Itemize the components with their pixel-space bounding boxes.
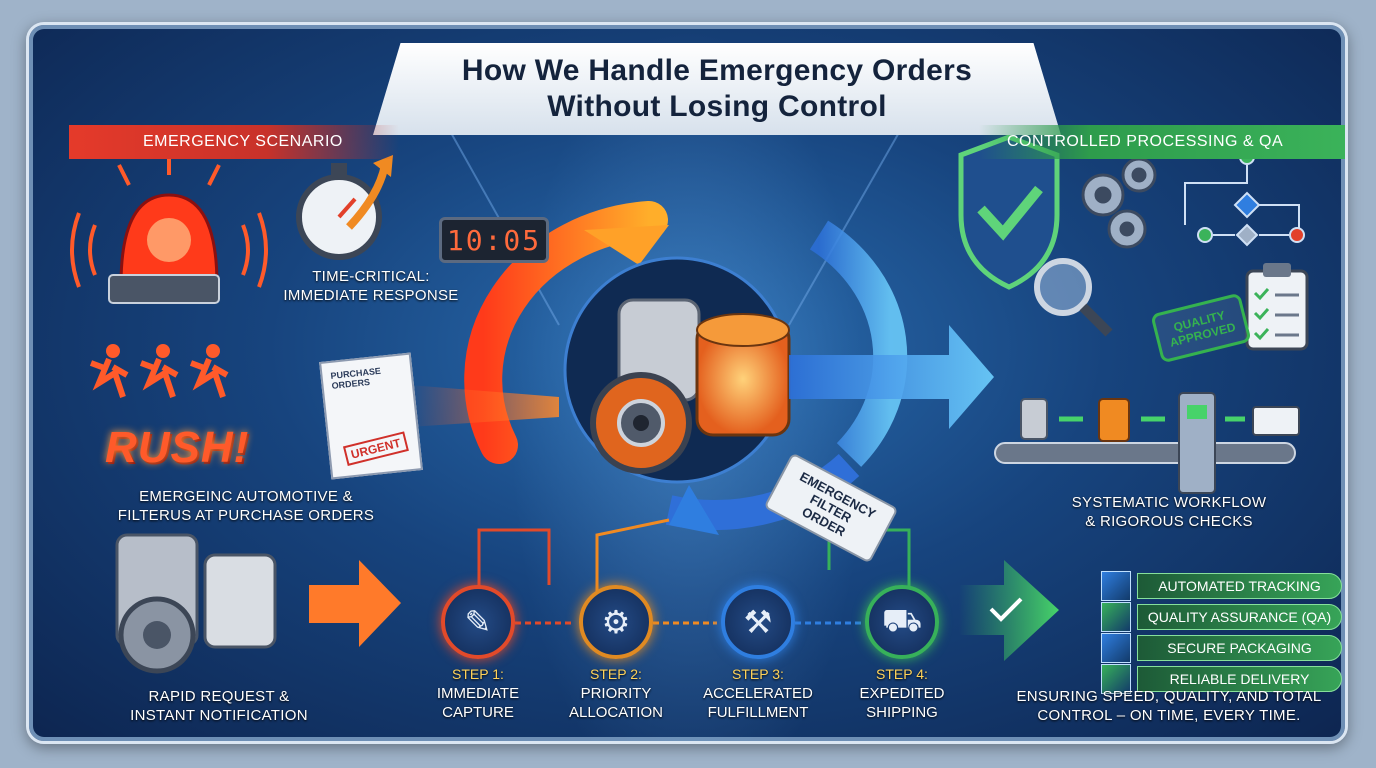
step-number: STEP 1: — [452, 666, 504, 682]
step-2-label: STEP 2: PRIORITY ALLOCATION — [551, 665, 681, 722]
step-4-circle: ⛟ — [865, 585, 939, 659]
magnifier-icon — [1034, 258, 1113, 337]
title-line-1: How We Handle Emergency Orders — [461, 54, 973, 87]
step-3-label: STEP 3: ACCELERATED FULFILLMENT — [693, 665, 823, 722]
digital-timer: 10:05 — [439, 217, 549, 263]
rapid-label-line-2: INSTANT NOTIFICATION — [130, 707, 308, 724]
clipboard-edit-icon: ✎ — [464, 604, 492, 640]
rush-text: RUSH! — [105, 423, 250, 472]
checklist-cube-icon — [1101, 664, 1131, 694]
conveyor-line-icon — [994, 392, 1300, 494]
controlled-processing-banner: CONTROLLED PROCESSING & QA — [979, 125, 1345, 159]
checklist-cube-icon — [1101, 602, 1131, 632]
gear-target-icon: ⚙ — [601, 604, 631, 640]
title-line-2: Without Losing Control — [547, 90, 887, 123]
workflow-line-2: & RIGOROUS CHECKS — [1085, 513, 1253, 530]
checklist-item: AUTOMATED TRACKING — [1137, 573, 1342, 599]
orders-label-line-2: FILTERUS AT PURCHASE ORDERS — [117, 507, 375, 524]
checklist-cube-icon — [1101, 571, 1131, 601]
rapid-request-label: RAPID REQUEST & INSTANT NOTIFICATION — [89, 687, 349, 725]
shield-check-icon — [958, 134, 1060, 290]
step-3-circle: ⚒ — [721, 585, 795, 659]
checklist-item: RELIABLE DELIVERY — [1137, 666, 1342, 692]
checklist-item: SECURE PACKAGING — [1137, 635, 1342, 661]
step-line-1: EXPEDITED — [859, 685, 945, 702]
step-1-circle: ✎ — [441, 585, 515, 659]
time-critical-label: TIME-CRITICAL: IMMEDIATE RESPONSE — [261, 267, 481, 305]
time-critical-line-1: TIME-CRITICAL: — [312, 268, 430, 285]
step-4-label: STEP 4: EXPEDITED SHIPPING — [837, 665, 967, 722]
step-line-2: FULFILLMENT — [707, 704, 809, 721]
step-number: STEP 3: — [732, 666, 784, 682]
workflow-line-1: SYSTEMATIC WORKFLOW — [1071, 494, 1267, 511]
delivery-truck-icon: ⛟ — [881, 601, 923, 638]
step-number: STEP 4: — [876, 666, 928, 682]
filter-stack-icon — [115, 533, 277, 674]
right-arrow — [789, 325, 994, 429]
title-plate: How We Handle Emergency Orders Without L… — [373, 43, 1061, 135]
infographic-frame: How We Handle Emergency Orders Without L… — [26, 22, 1348, 744]
orders-label-line-1: EMERGEINC AUTOMOTIVE & — [139, 488, 353, 505]
step-2-circle: ⚙ — [579, 585, 653, 659]
orders-label: EMERGEINC AUTOMOTIVE & FILTERUS AT PURCH… — [91, 487, 401, 525]
emergency-scenario-banner: EMERGENCY SCENARIO — [69, 125, 399, 159]
time-critical-line-2: IMMEDIATE RESPONSE — [283, 287, 459, 304]
footer-line-1: ENSURING SPEED, QUALITY, AND TOTAL — [1016, 688, 1322, 705]
step-line-2: CAPTURE — [442, 704, 514, 721]
step-1-label: STEP 1: IMMEDIATE CAPTURE — [413, 665, 543, 722]
footer-line-2: CONTROL – ON TIME, EVERY TIME. — [1037, 707, 1301, 724]
checklist-item: QUALITY ASSURANCE (QA) — [1137, 604, 1342, 630]
step-number: STEP 2: — [590, 666, 642, 682]
step-line-1: IMMEDIATE — [436, 685, 520, 702]
step-line-1: PRIORITY — [580, 685, 652, 702]
workflow-label: SYSTEMATIC WORKFLOW & RIGOROUS CHECKS — [1039, 493, 1299, 531]
orange-arrow — [309, 560, 401, 647]
siren-icon — [70, 153, 268, 304]
step-line-2: ALLOCATION — [569, 704, 663, 721]
running-people-icon — [89, 344, 229, 398]
urgent-stamp: URGENT — [342, 431, 409, 466]
step-line-1: ACCELERATED — [703, 685, 813, 702]
rapid-label-line-1: RAPID REQUEST & — [148, 688, 290, 705]
step-line-2: SHIPPING — [866, 704, 938, 721]
robot-arm-icon: ⚒ — [743, 604, 773, 640]
stopwatch-icon — [296, 155, 393, 260]
footer-tagline: ENSURING SPEED, QUALITY, AND TOTAL CONTR… — [1009, 687, 1329, 725]
checklist-cube-icon — [1101, 633, 1131, 663]
flowchart-icon — [1184, 149, 1305, 247]
gears-icon — [1081, 157, 1157, 249]
clipboard-icon — [1245, 263, 1309, 351]
